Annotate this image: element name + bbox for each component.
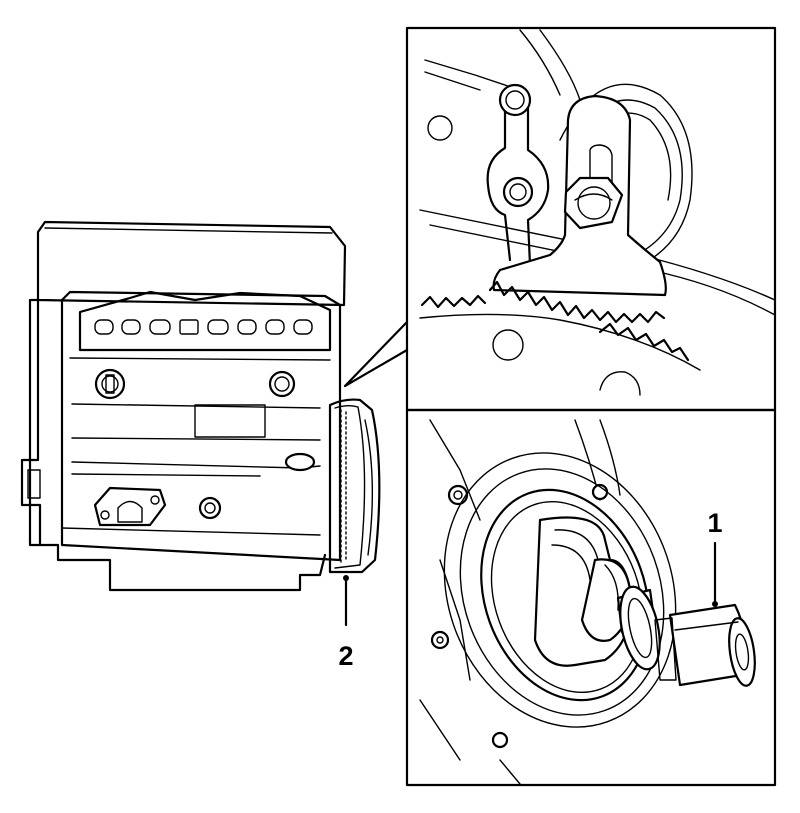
callout-pointer: [343, 320, 409, 388]
block-plug: [268, 370, 296, 398]
inset-crank-tool: 1: [405, 408, 777, 787]
inset-bottom-frame: [405, 408, 777, 787]
callout-2-dot: [343, 575, 349, 581]
locking-bolt: [563, 176, 624, 230]
engine-block: [20, 220, 347, 592]
lower-bolt: [198, 496, 222, 520]
callout-2-label: 2: [338, 641, 353, 671]
crank-seal-installer: [533, 516, 756, 687]
oil-filler-cap: [94, 368, 126, 400]
flywheel: [328, 398, 381, 574]
sensor-boss: [284, 452, 316, 472]
exhaust-flange: [93, 486, 167, 527]
bolt-row-holes: [94, 319, 313, 335]
callout-1-label: 1: [707, 508, 722, 538]
inset-locking-tool: [405, 26, 777, 412]
callout-1-dot: [712, 601, 718, 607]
